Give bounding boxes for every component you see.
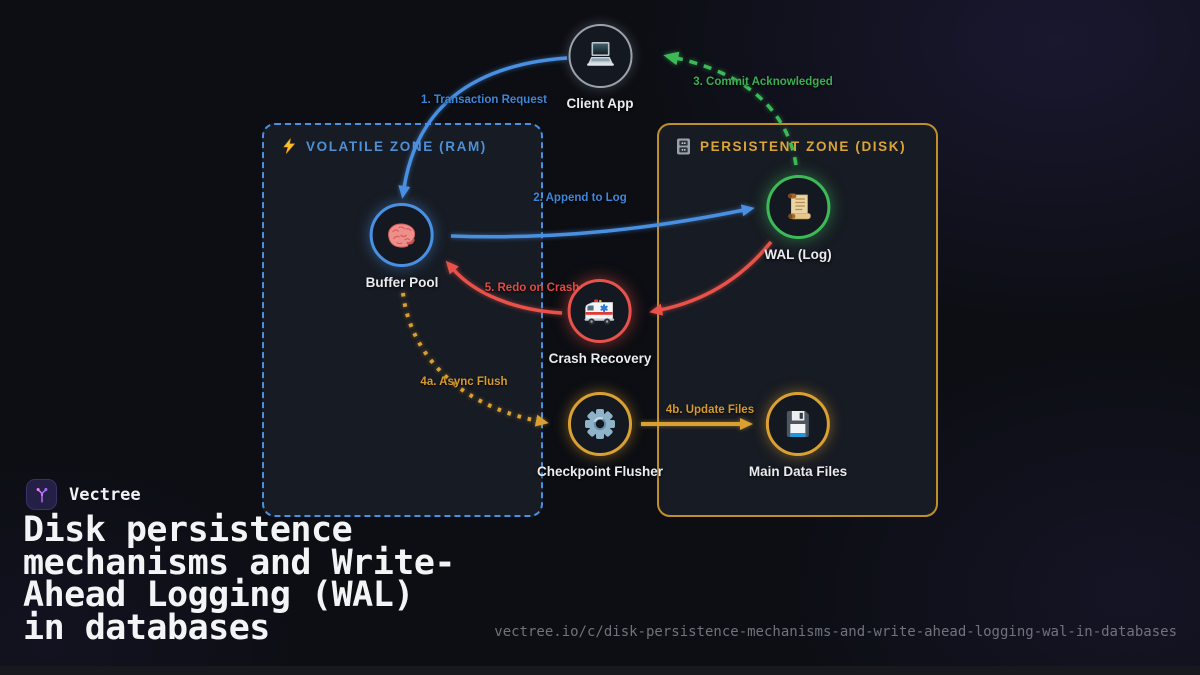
checkpoint-flusher-label: Checkpoint Flusher xyxy=(536,464,664,479)
bottom-strip xyxy=(0,666,1200,675)
scroll-icon xyxy=(787,193,811,220)
persistent-zone-label: PERSISTENT ZONE (DISK) xyxy=(700,139,907,154)
floppy-disk-icon xyxy=(787,411,809,437)
edge-label-async-flush: 4a. Async Flush xyxy=(420,376,508,388)
node-main-data-files: Main Data Files xyxy=(749,392,847,479)
edge-label-update-files: 4b. Update Files xyxy=(665,404,755,416)
buffer-pool-label: Buffer Pool xyxy=(365,275,439,290)
node-client-app: Client App xyxy=(567,24,634,111)
footer-url: vectree.io/c/disk-persistence-mechanisms… xyxy=(494,624,1177,640)
volatile-zone-label: VOLATILE ZONE (RAM) xyxy=(306,138,487,154)
brand-name: Vectree xyxy=(69,484,141,505)
vectree-logo-icon xyxy=(26,479,57,510)
gear-icon xyxy=(584,409,615,439)
crash-recovery-circle xyxy=(568,279,632,343)
edge-label-transaction-request: 1. Transaction Request xyxy=(421,94,547,106)
edge-label-commit-acknowledged: 3. Commit Acknowledged xyxy=(693,76,833,88)
node-checkpoint-flusher: Checkpoint Flusher xyxy=(537,392,663,479)
node-buffer-pool: Buffer Pool xyxy=(365,203,439,290)
page-title: Disk persistence mechanisms and Write- A… xyxy=(23,510,456,648)
wal-log-circle xyxy=(765,175,830,239)
persistent-zone-header: PERSISTENT ZONE (DISK) xyxy=(659,125,936,155)
brand-row: Vectree xyxy=(26,479,141,510)
node-crash-recovery: Crash Recovery xyxy=(548,279,652,366)
lightning-icon xyxy=(283,138,296,154)
main-data-files-label: Main Data Files xyxy=(748,464,848,479)
edge-label-redo-on-crash: 5. Redo on Crash xyxy=(484,282,580,294)
main-data-files-circle xyxy=(766,392,830,456)
laptop-icon xyxy=(586,42,614,66)
brain-icon xyxy=(388,223,416,248)
edge-label-append-to-log: 2. Append to Log xyxy=(533,192,627,204)
wal-log-label: WAL (Log) xyxy=(764,247,832,262)
file-cabinet-icon xyxy=(677,138,690,155)
volatile-zone-header: VOLATILE ZONE (RAM) xyxy=(264,125,541,154)
client-app-label: Client App xyxy=(566,96,634,111)
buffer-pool-circle xyxy=(370,203,434,267)
crash-recovery-label: Crash Recovery xyxy=(548,351,652,366)
client-app-circle xyxy=(568,24,632,88)
ambulance-icon xyxy=(585,299,615,325)
volatile-zone: VOLATILE ZONE (RAM) xyxy=(262,123,543,517)
checkpoint-flusher-circle xyxy=(567,392,632,456)
node-wal-log: WAL (Log) xyxy=(764,175,832,262)
